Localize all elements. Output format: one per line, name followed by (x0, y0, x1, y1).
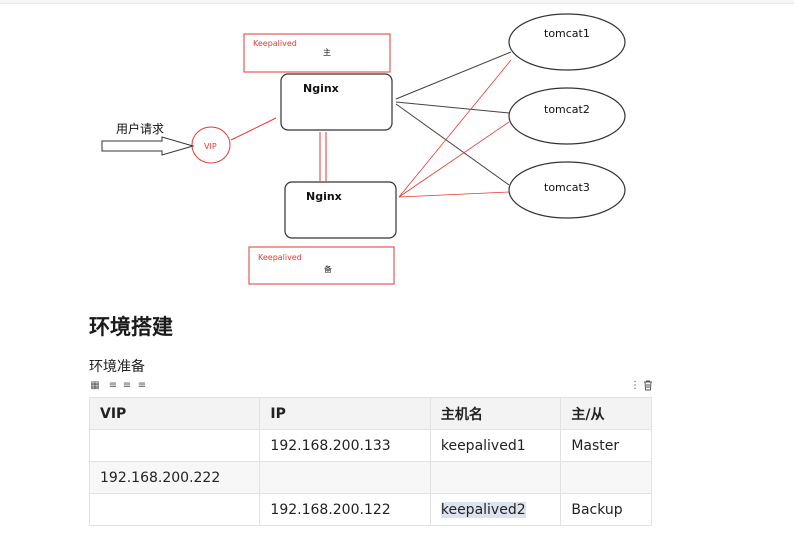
nginx-master-label: Nginx (303, 82, 339, 95)
top-edge (0, 0, 794, 4)
environment-table: VIP IP 主机名 主/从 192.168.200.133 keepalive… (88, 397, 652, 526)
table-cell[interactable]: 192.168.200.122 (259, 493, 431, 526)
trash-icon[interactable] (642, 380, 654, 392)
table-row: 192.168.200.133 keepalived1 Master (88, 429, 652, 462)
vip-label: VIP (204, 142, 217, 151)
table-cell[interactable]: 192.168.200.133 (259, 429, 431, 462)
header-vip[interactable]: VIP (88, 397, 261, 430)
table-cell[interactable]: 192.168.200.222 (88, 461, 261, 494)
table-cell[interactable]: Master (560, 429, 652, 462)
align-right-icon[interactable]: ≡ (137, 380, 147, 391)
header-ip[interactable]: IP (259, 397, 431, 430)
table-cell[interactable] (259, 461, 431, 494)
header-hostname[interactable]: 主机名 (429, 397, 562, 430)
tomcat1-label: tomcat1 (544, 27, 590, 40)
selected-text[interactable]: keepalived2 (440, 501, 526, 518)
table-cell[interactable] (560, 461, 652, 494)
table-cell[interactable]: Backup (560, 493, 652, 526)
nginx-master-node (280, 73, 393, 131)
connection-line (395, 51, 512, 100)
table-row: 192.168.200.122 keepalived2 Backup (88, 493, 652, 526)
table-cell[interactable] (429, 461, 562, 494)
keepalived-master-name: Keepalived (253, 39, 297, 48)
table-grid-icon[interactable]: ▦ (90, 380, 100, 391)
connection-line (395, 101, 510, 114)
align-left-icon[interactable]: ≡ (108, 380, 118, 391)
table-toolbar: ▦ ≡ ≡ ≡ ⋮ (89, 380, 654, 394)
nginx-backup-node (284, 181, 397, 239)
header-role[interactable]: 主/从 (560, 397, 652, 430)
architecture-diagram: Keepalived 主 Nginx Nginx Keepalived 备 to… (101, 13, 626, 285)
vip-node (191, 126, 231, 164)
user-request-label: 用户请求 (116, 121, 164, 136)
backup-connection-line (398, 59, 512, 198)
keepalived-backup-name: Keepalived (258, 253, 302, 262)
table-cell[interactable] (88, 493, 261, 526)
nginx-backup-label: Nginx (306, 190, 342, 203)
tomcat3-label: tomcat3 (544, 181, 590, 194)
tomcat3-node (508, 161, 626, 219)
table-cell[interactable]: keepalived1 (429, 429, 562, 462)
align-center-icon[interactable]: ≡ (122, 380, 132, 391)
tomcat1-node (508, 13, 626, 71)
vip-link-line (230, 117, 277, 141)
user-request-arrow-icon (101, 136, 195, 156)
table-cell[interactable] (88, 429, 261, 462)
table-row: 192.168.200.222 (88, 461, 652, 494)
table-header-row: VIP IP 主机名 主/从 (88, 397, 652, 430)
keepalived-backup-box (248, 246, 395, 285)
section-title: 环境搭建 (89, 315, 173, 339)
more-vertical-icon[interactable]: ⋮ (630, 380, 640, 391)
backup-connection-line (398, 121, 510, 198)
tomcat2-label: tomcat2 (544, 103, 590, 116)
tomcat2-node (508, 87, 626, 145)
keepalived-backup-role: 备 (324, 264, 332, 274)
connection-line (395, 103, 510, 186)
table-caption: 环境准备 (89, 359, 145, 375)
backup-connection-line (398, 191, 510, 198)
keepalived-master-box (243, 33, 391, 73)
table-cell[interactable]: keepalived2 (429, 493, 562, 526)
keepalived-master-role: 主 (323, 47, 331, 57)
